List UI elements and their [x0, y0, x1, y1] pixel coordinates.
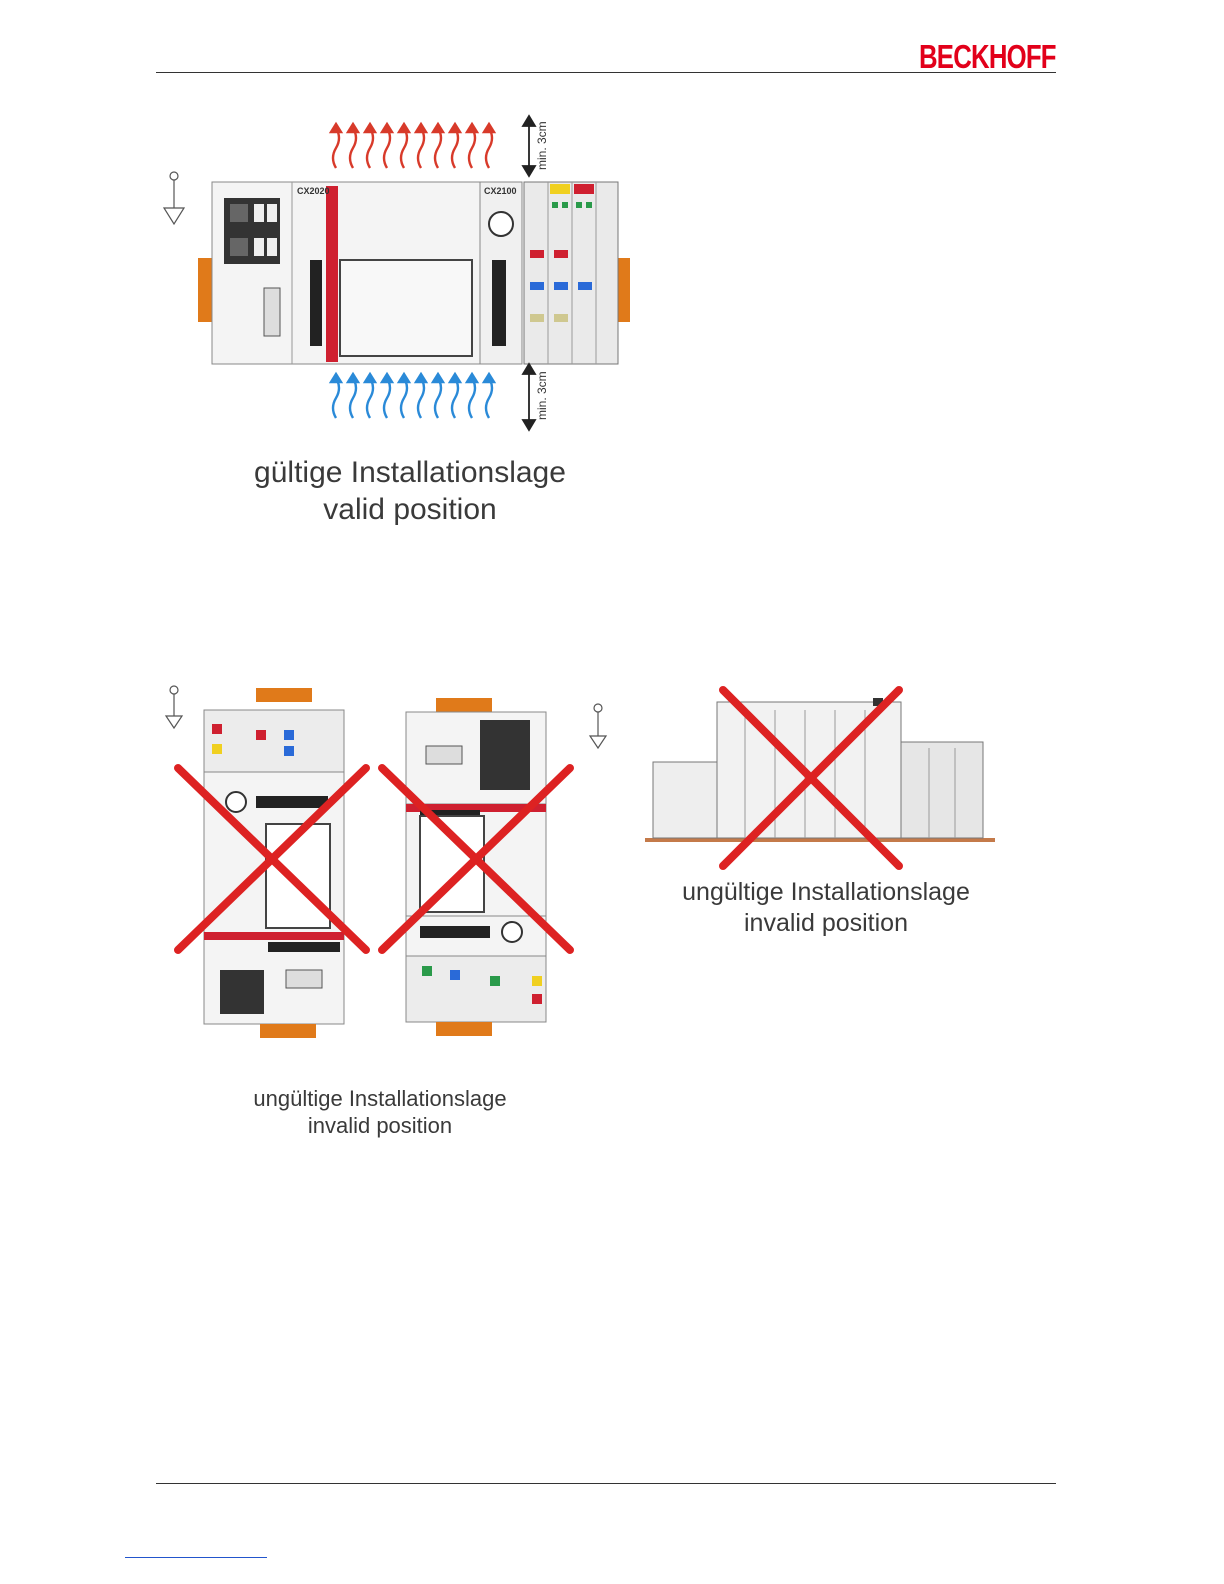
air-flow-arrowhead: [331, 374, 341, 382]
invalid-vertical-diagram: [160, 680, 610, 1040]
caption-english: valid position: [220, 492, 600, 529]
ground-symbol-icon: [166, 686, 182, 728]
air-flow-arrowhead: [399, 124, 409, 132]
air-flow-arrow: [452, 378, 458, 418]
air-flow-arrow: [367, 128, 373, 168]
air-flow-arrowhead: [484, 374, 494, 382]
terminal-blocks: [524, 182, 618, 364]
air-flow-arrow: [350, 378, 356, 418]
footer-divider: [156, 1483, 1056, 1484]
air-flow-arrowhead: [433, 124, 443, 132]
invalid-horizontal-diagram: [645, 680, 1000, 870]
air-flow-arrow: [435, 128, 441, 168]
air-flow-arrow: [486, 378, 492, 418]
clearance-marker-top: [523, 116, 535, 176]
module-label-cx2100: CX2100: [484, 186, 517, 196]
air-flow-arrow: [401, 128, 407, 168]
module-label-cx2020: CX2020: [297, 186, 330, 196]
air-flow-arrowhead: [348, 124, 358, 132]
header-divider: [156, 72, 1056, 73]
air-flow-arrowhead: [450, 124, 460, 132]
cool-air-arrows: [331, 374, 494, 418]
air-flow-arrow: [435, 378, 441, 418]
air-flow-arrowhead: [467, 374, 477, 382]
air-flow-arrow: [367, 378, 373, 418]
invalid-vertical-figure: [160, 680, 610, 1040]
air-flow-arrow: [452, 128, 458, 168]
valid-position-figure: min. 3cm min. 3cm CX2020 CX2100: [150, 110, 630, 440]
air-flow-arrow: [401, 378, 407, 418]
air-flow-arrow: [384, 128, 390, 168]
warm-air-arrows: [331, 124, 494, 168]
invalid-horizontal-caption: ungültige Installationslage invalid posi…: [640, 877, 1012, 938]
ground-symbol-icon: [164, 172, 184, 224]
caption-german: gültige Installationslage: [220, 455, 600, 492]
air-flow-arrowhead: [433, 374, 443, 382]
air-flow-arrow: [384, 378, 390, 418]
red-stripe: [326, 186, 338, 362]
air-flow-arrowhead: [382, 124, 392, 132]
air-flow-arrowhead: [382, 374, 392, 382]
valid-position-caption: gültige Installationslage valid position: [220, 455, 600, 528]
beckhoff-logo: BECKHOFF: [919, 38, 1056, 76]
air-flow-arrowhead: [399, 374, 409, 382]
caption-german: ungültige Installationslage: [640, 877, 1012, 908]
air-flow-arrowhead: [348, 374, 358, 382]
air-flow-arrowhead: [365, 124, 375, 132]
invalid-vertical-caption: ungültige Installationslage invalid posi…: [200, 1086, 560, 1140]
caption-english: invalid position: [200, 1113, 560, 1140]
air-flow-arrow: [350, 128, 356, 168]
air-flow-arrow: [469, 128, 475, 168]
air-flow-arrow: [486, 128, 492, 168]
invalid-horizontal-figure: [645, 680, 1000, 870]
clearance-label-top: min. 3cm: [535, 121, 549, 170]
air-flow-arrow: [333, 128, 339, 168]
footer-link-underline[interactable]: [125, 1557, 267, 1558]
air-flow-arrow: [333, 378, 339, 418]
air-flow-arrowhead: [484, 124, 494, 132]
rotary-switch: [489, 212, 513, 236]
air-flow-arrowhead: [331, 124, 341, 132]
air-flow-arrowhead: [416, 374, 426, 382]
ethernet-ports: [224, 198, 280, 264]
ground-symbol-icon-2: [590, 704, 606, 748]
clearance-marker-bottom: [523, 364, 535, 430]
air-flow-arrowhead: [450, 374, 460, 382]
clearance-label-bottom: min. 3cm: [535, 371, 549, 420]
dvi-port: [264, 288, 280, 336]
caption-german: ungültige Installationslage: [200, 1086, 560, 1113]
air-flow-arrowhead: [416, 124, 426, 132]
valid-position-diagram: min. 3cm min. 3cm CX2020 CX2100: [150, 110, 630, 440]
air-flow-arrowhead: [365, 374, 375, 382]
display-panel: [340, 260, 472, 356]
air-flow-arrow: [418, 128, 424, 168]
caption-english: invalid position: [640, 908, 1012, 939]
air-flow-arrow: [469, 378, 475, 418]
air-flow-arrowhead: [467, 124, 477, 132]
air-flow-arrow: [418, 378, 424, 418]
